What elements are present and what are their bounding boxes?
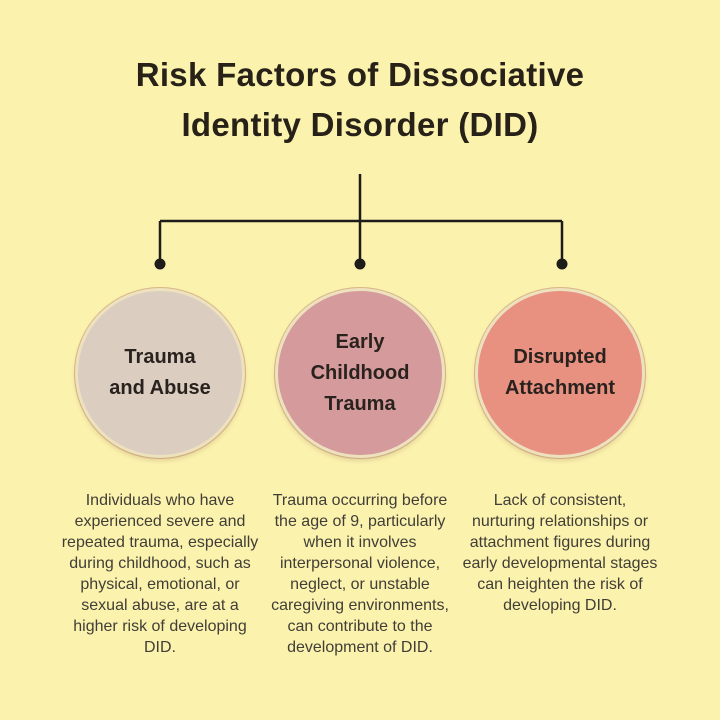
- factor-description-disrupted-attachment: Lack of consistent, nurturing relationsh…: [462, 492, 658, 614]
- page-title: Risk Factors of Dissociative Identity Di…: [0, 50, 720, 150]
- factor-label-line: Childhood: [310, 361, 410, 384]
- connector-dot-left: [154, 258, 166, 270]
- connector-dot-right: [556, 258, 568, 270]
- connector-dot-center: [354, 258, 366, 270]
- risk-factor-columns: Trauma and Abuse Individuals who have ex…: [0, 288, 720, 658]
- page-title-line-2: Identity Disorder (DID): [181, 106, 539, 143]
- factor-description-trauma-and-abuse: Individuals who have experienced severe …: [61, 492, 259, 656]
- factor-circle-early-childhood-trauma: Early Childhood Trauma: [275, 288, 445, 458]
- factor-description-early-childhood-trauma: Trauma occurring before the age of 9, pa…: [271, 492, 449, 656]
- factor-label-line: Trauma: [124, 346, 196, 368]
- factor-label-line: and Abuse: [109, 377, 211, 399]
- factor-label-line: Early: [335, 330, 385, 353]
- page-title-line-1: Risk Factors of Dissociative: [135, 56, 585, 93]
- factor-column-trauma-and-abuse: Trauma and Abuse Individuals who have ex…: [60, 288, 260, 658]
- factor-column-early-childhood-trauma: Early Childhood Trauma Trauma occurring …: [260, 288, 460, 658]
- factor-circle-trauma-and-abuse: Trauma and Abuse: [75, 288, 245, 458]
- tree-connector: [154, 174, 568, 270]
- factor-column-disrupted-attachment: Disrupted Attachment Lack of consistent,…: [460, 288, 660, 658]
- factor-label-line: Trauma: [324, 392, 396, 415]
- factor-label-line: Attachment: [504, 377, 615, 399]
- factor-circle-disrupted-attachment: Disrupted Attachment: [475, 288, 645, 458]
- factor-label-line: Disrupted: [513, 346, 607, 368]
